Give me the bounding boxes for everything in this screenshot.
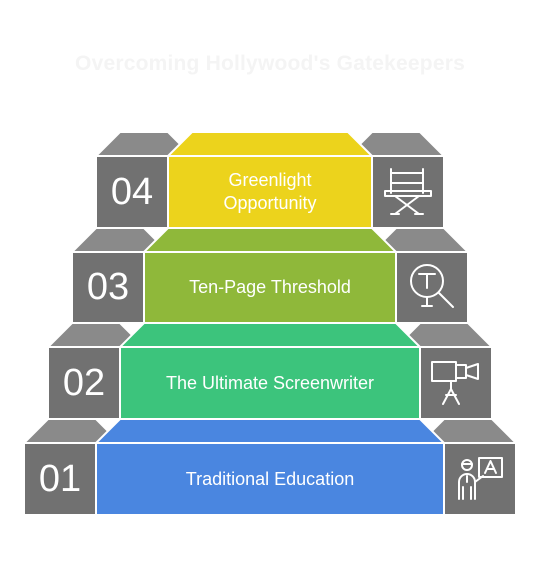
step-02-shapes xyxy=(45,322,495,420)
step-number-03: 03 xyxy=(86,266,130,308)
step-04-shapes xyxy=(93,131,447,229)
step-label-03: Ten-Page Threshold xyxy=(189,277,351,297)
step-03-shapes xyxy=(69,227,471,324)
step-label-02: The Ultimate Screenwriter xyxy=(165,372,375,393)
step-label-01: Traditional Education xyxy=(185,468,355,489)
step-label-04: Greenlight Opportunity xyxy=(223,170,317,213)
step-number-02: 02 xyxy=(62,361,106,404)
video-camera-icon xyxy=(431,361,479,405)
diagram-title: Overcoming Hollywood's Gatekeepers xyxy=(75,52,465,75)
step-number-04: 04 xyxy=(110,170,154,213)
step-01-shapes xyxy=(21,418,519,516)
step-number-01: 01 xyxy=(38,457,82,500)
director-chair-icon xyxy=(384,168,432,215)
teacher-icon xyxy=(458,457,503,500)
magnifier-text-icon xyxy=(410,264,454,308)
